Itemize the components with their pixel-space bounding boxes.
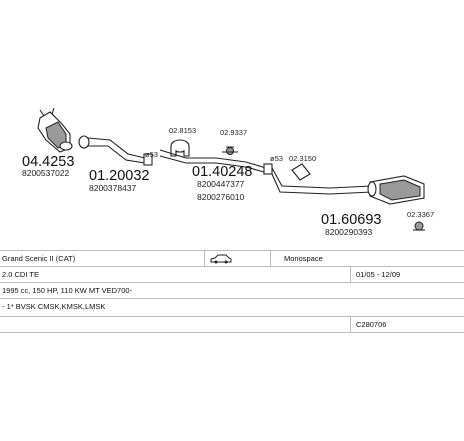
rear-silencer-drawing [271,167,425,205]
engine-specs: 1995 cc, 150 HP, 110 KW MT VED700- [2,286,133,295]
body-type: Monospace [284,254,323,263]
clamp-2-label: 02.3150 [289,154,316,163]
exhaust-diagram: 04.4253 8200537022 01.20032 8200378437 0… [22,107,434,237]
part-number-3: 01.40248 [192,164,252,180]
model-name: Grand Scenic II (CAT) [2,254,76,263]
clamp-2-drawing [291,163,311,181]
info-row-specs: 1995 cc, 150 HP, 110 KW MT VED700- [0,282,464,299]
oem-number-2: 8200378437 [89,183,137,193]
clamp-drawing [170,139,190,157]
rubber-label: 02.9337 [220,128,247,137]
rubber-mount-drawing [222,146,238,155]
rubber-2-label: 02.3367 [407,210,434,219]
info-row-engine: 2.0 CDI TE 01/05 - 12/09 [0,266,464,283]
front-pipe-drawing [78,135,153,166]
car-icon [210,254,232,264]
part-number-4: 01.60693 [321,212,381,228]
clamp-label: 02.8153 [169,126,196,135]
diameter-label-2: ø53 [270,154,283,163]
production-years: 01/05 - 12/09 [356,270,401,279]
part-number-1: 04.4253 [22,154,74,170]
engine-type: 2.0 CDI TE [2,270,39,279]
catalog-code: C280706 [356,320,387,329]
oem-number-1: 8200537022 [22,168,70,178]
oem-number-3b: 8200276010 [197,192,245,202]
diameter-label-1: ø53 [145,150,158,159]
middle-pipe-drawing [159,149,273,175]
oem-number-3: 8200447377 [197,179,245,189]
oem-number-4: 8200290393 [325,227,373,237]
gearbox-codes: - 1* BVSK CMSK,KMSK,LMSK [2,302,106,311]
info-row-code: C280706 [0,316,464,333]
part-number-2: 01.20032 [89,168,149,184]
info-row-model: Grand Scenic II (CAT) Monospace [0,250,464,267]
catalytic-converter-drawing [37,107,73,153]
info-row-codes: - 1* BVSK CMSK,KMSK,LMSK [0,298,464,317]
rubber-mount-2-drawing [413,221,425,231]
info-bottom-border [0,332,464,333]
